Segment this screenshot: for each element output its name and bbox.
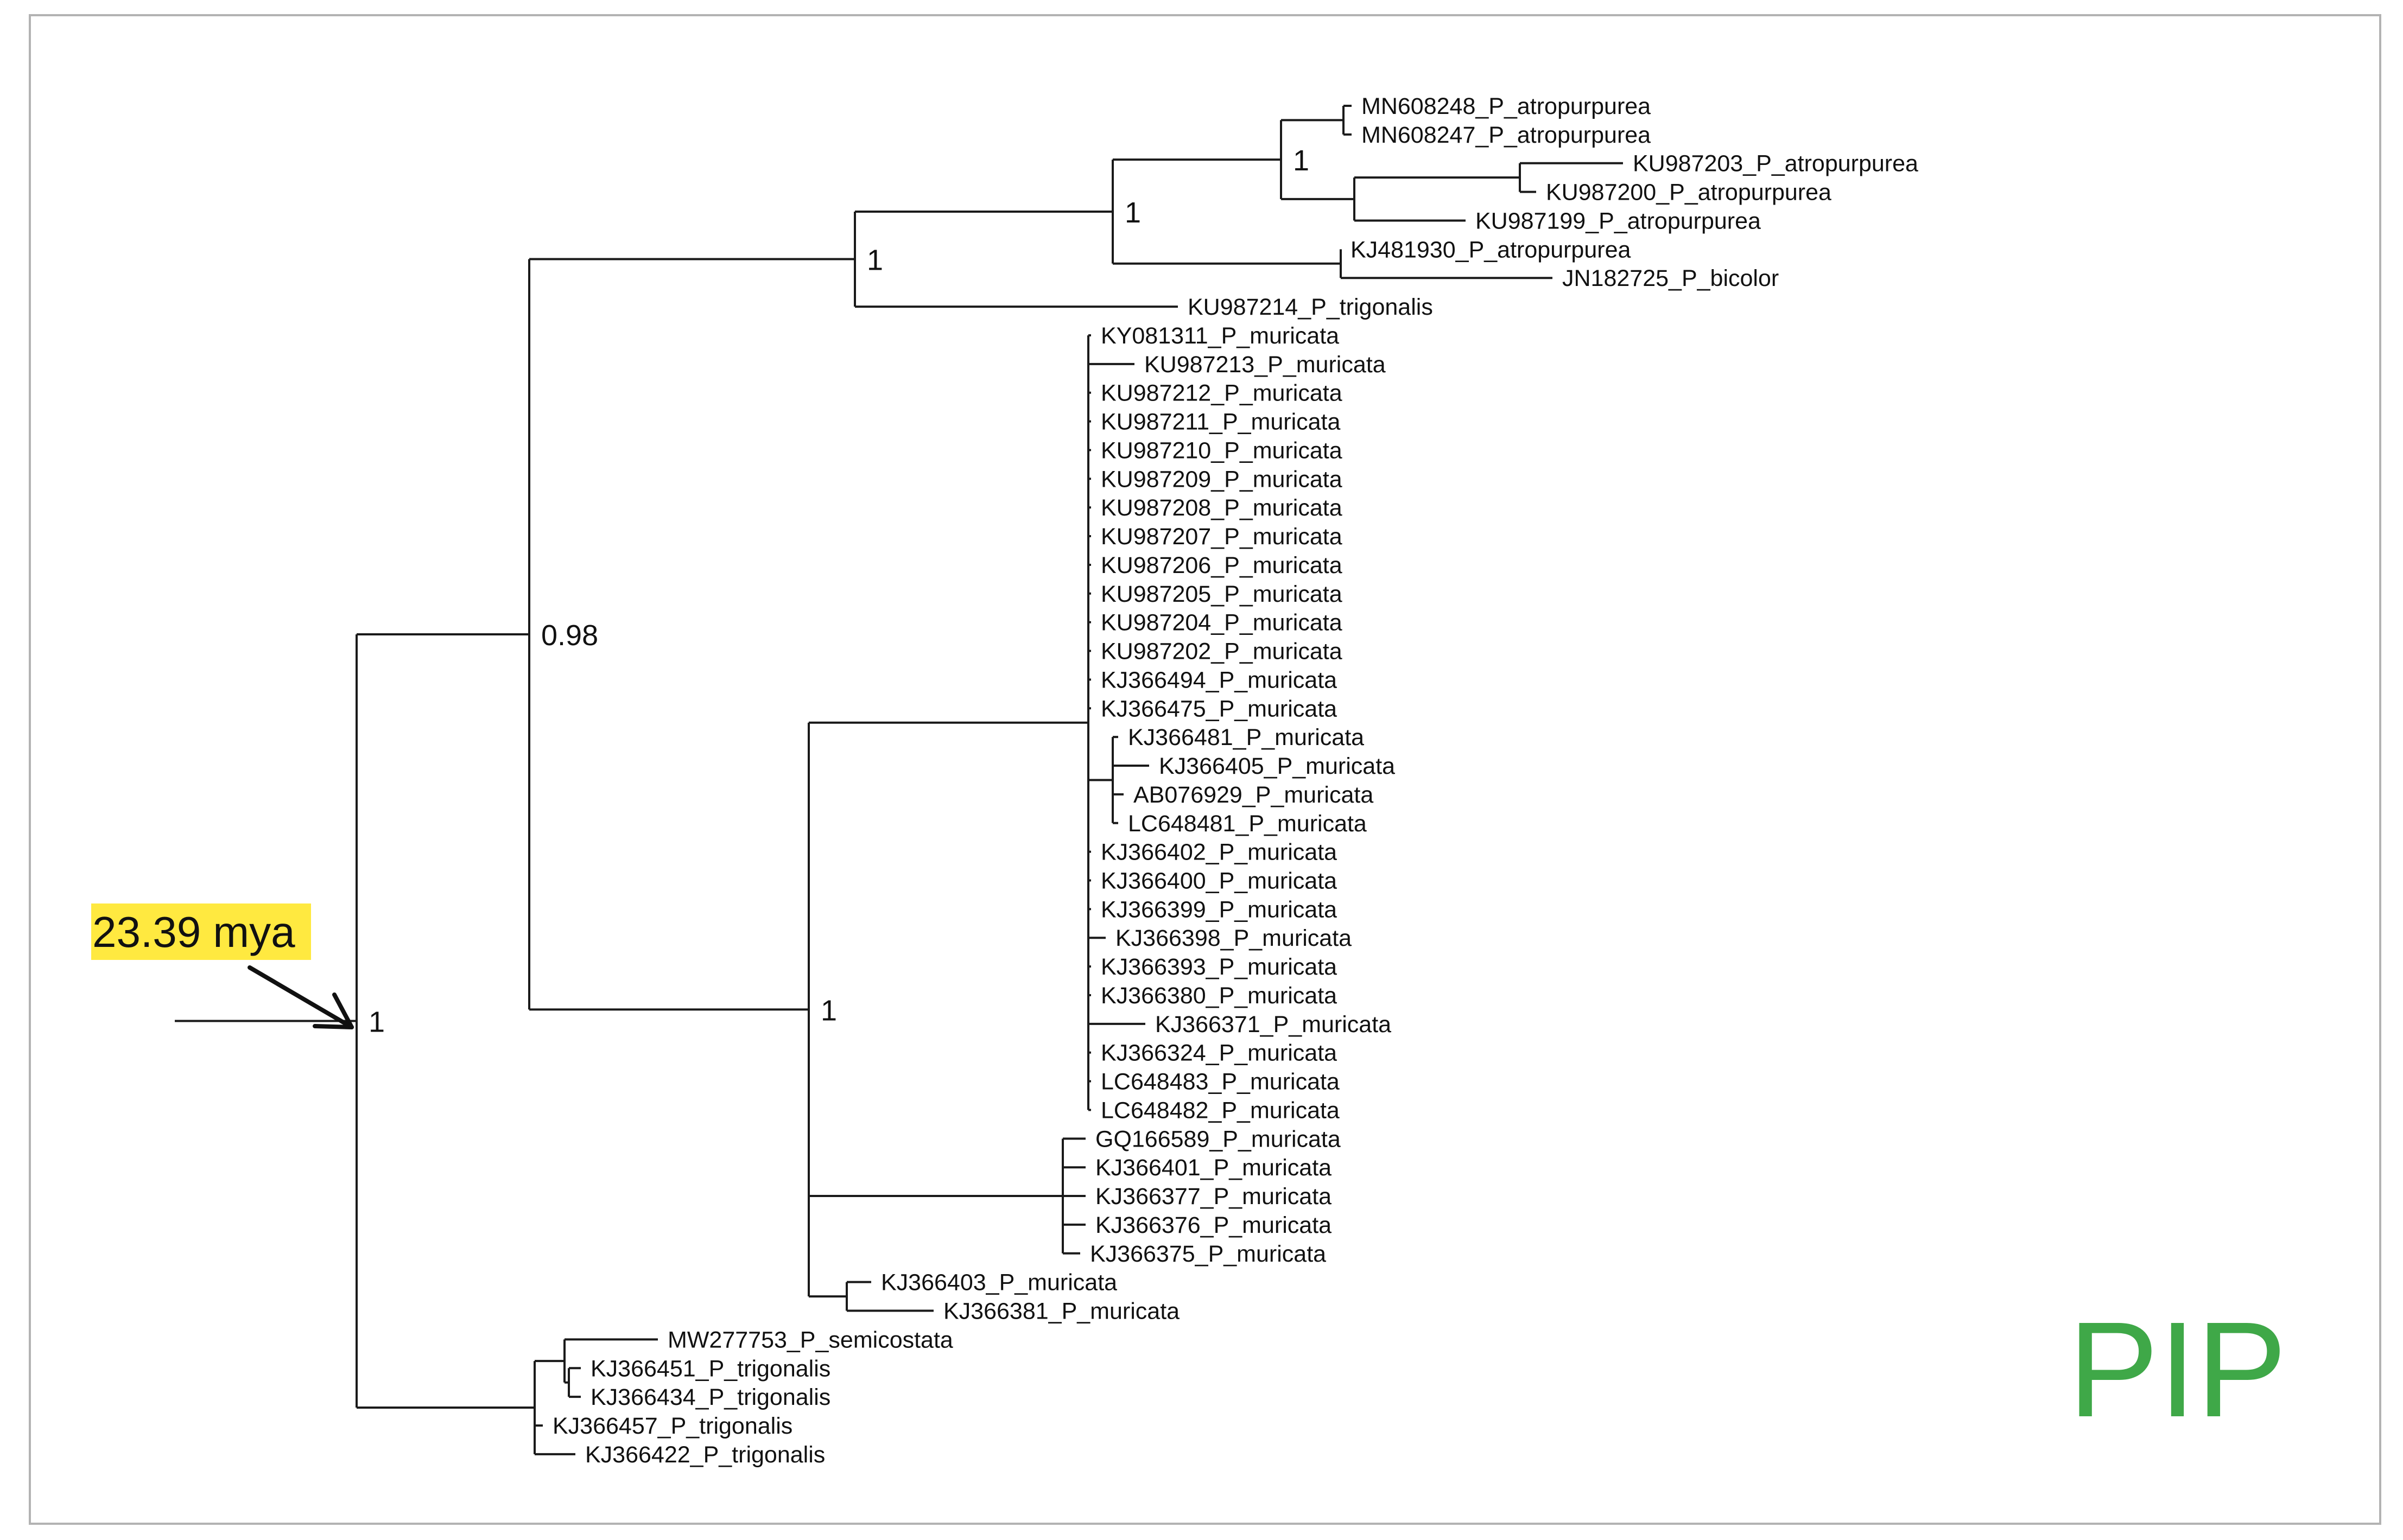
- tip-label: KJ366422_P_trigonalis: [585, 1442, 825, 1468]
- tip-label: KU987214_P_trigonalis: [1188, 294, 1433, 320]
- support-value: 1: [821, 994, 837, 1027]
- tree-branches: [175, 105, 1623, 1455]
- tip-label: LC648481_P_muricata: [1128, 811, 1367, 837]
- tip-label: KJ366457_P_trigonalis: [553, 1413, 792, 1439]
- tip-label: LC648482_P_muricata: [1101, 1097, 1340, 1123]
- age-callout: 23.39 mya: [91, 903, 354, 1029]
- tip-label: KJ366405_P_muricata: [1159, 753, 1395, 779]
- tip-label: KU987208_P_muricata: [1101, 495, 1342, 521]
- tip-label: KU987209_P_muricata: [1101, 466, 1342, 492]
- support-values: 1 1 1 1 0.98 1: [369, 144, 1309, 1038]
- tip-label: KU987206_P_muricata: [1101, 552, 1342, 578]
- tip-label: KJ366401_P_muricata: [1095, 1155, 1332, 1181]
- tip-label: KJ481930_P_atropurpurea: [1351, 237, 1631, 263]
- callout-arrow-shaft: [248, 965, 354, 1029]
- tip-label: KJ366475_P_muricata: [1101, 696, 1337, 722]
- tip-label: KU987199_P_atropurpurea: [1475, 208, 1761, 234]
- tip-label: KJ366377_P_muricata: [1095, 1183, 1332, 1210]
- tip-label: KJ366380_P_muricata: [1101, 983, 1337, 1009]
- tip-label: GQ166589_P_muricata: [1095, 1126, 1341, 1152]
- tip-label: KJ366434_P_trigonalis: [591, 1384, 830, 1410]
- tip-label: KJ366324_P_muricata: [1101, 1040, 1337, 1066]
- tip-label: MN608248_P_atropurpurea: [1361, 93, 1651, 119]
- tip-label: KJ366451_P_trigonalis: [591, 1356, 830, 1382]
- support-value: 1: [1125, 196, 1141, 229]
- tip-label: KU987212_P_muricata: [1101, 380, 1342, 406]
- support-value: 1: [867, 244, 883, 277]
- tip-label: KJ366398_P_muricata: [1115, 925, 1352, 951]
- tip-label: KU987200_P_atropurpurea: [1546, 180, 1831, 206]
- tip-label: MN608247_P_atropurpurea: [1361, 122, 1651, 148]
- tip-label: KJ366403_P_muricata: [881, 1270, 1117, 1296]
- callout-highlight: [91, 903, 311, 960]
- tip-label: KU987207_P_muricata: [1101, 524, 1342, 550]
- tip-label: AB076929_P_muricata: [1133, 782, 1373, 808]
- tip-label: JN182725_P_bicolor: [1562, 265, 1779, 291]
- tip-label: KU987202_P_muricata: [1101, 639, 1342, 665]
- support-value: 0.98: [541, 619, 598, 652]
- tip-label: KU987204_P_muricata: [1101, 610, 1342, 636]
- tip-label: KJ366371_P_muricata: [1155, 1011, 1391, 1038]
- tip-label: KJ366381_P_muricata: [943, 1299, 1180, 1325]
- tip-label: KJ366400_P_muricata: [1101, 868, 1337, 894]
- support-value: 1: [369, 1006, 385, 1038]
- tip-label: KJ366481_P_muricata: [1128, 724, 1364, 750]
- callout-age-text: 23.39 mya: [92, 908, 295, 956]
- tip-label: KJ366402_P_muricata: [1101, 839, 1337, 866]
- tip-labels: MN608248_P_atropurpureaMN608247_P_atropu…: [553, 93, 1918, 1468]
- tip-label: KU987205_P_muricata: [1101, 581, 1342, 607]
- tip-label: LC648483_P_muricata: [1101, 1069, 1340, 1095]
- tip-label: KU987203_P_atropurpurea: [1633, 151, 1918, 177]
- tip-label: KJ366393_P_muricata: [1101, 954, 1337, 980]
- figure-frame: [29, 14, 2381, 1525]
- tip-label: KJ366376_P_muricata: [1095, 1212, 1332, 1238]
- callout-arrow-head: [313, 992, 354, 1029]
- tip-label: KU987211_P_muricata: [1101, 409, 1341, 435]
- tip-label: KY081311_P_muricata: [1101, 323, 1339, 349]
- tip-label: KU987210_P_muricata: [1101, 437, 1342, 463]
- tip-label: KU987213_P_muricata: [1144, 352, 1386, 378]
- tip-label: MW277753_P_semicostata: [668, 1327, 953, 1353]
- tip-label: KJ366399_P_muricata: [1101, 896, 1337, 922]
- panel-label: PIP: [2068, 1294, 2287, 1445]
- support-value: 1: [1293, 144, 1309, 177]
- tip-label: KJ366375_P_muricata: [1090, 1241, 1326, 1267]
- tip-label: KJ366494_P_muricata: [1101, 667, 1337, 693]
